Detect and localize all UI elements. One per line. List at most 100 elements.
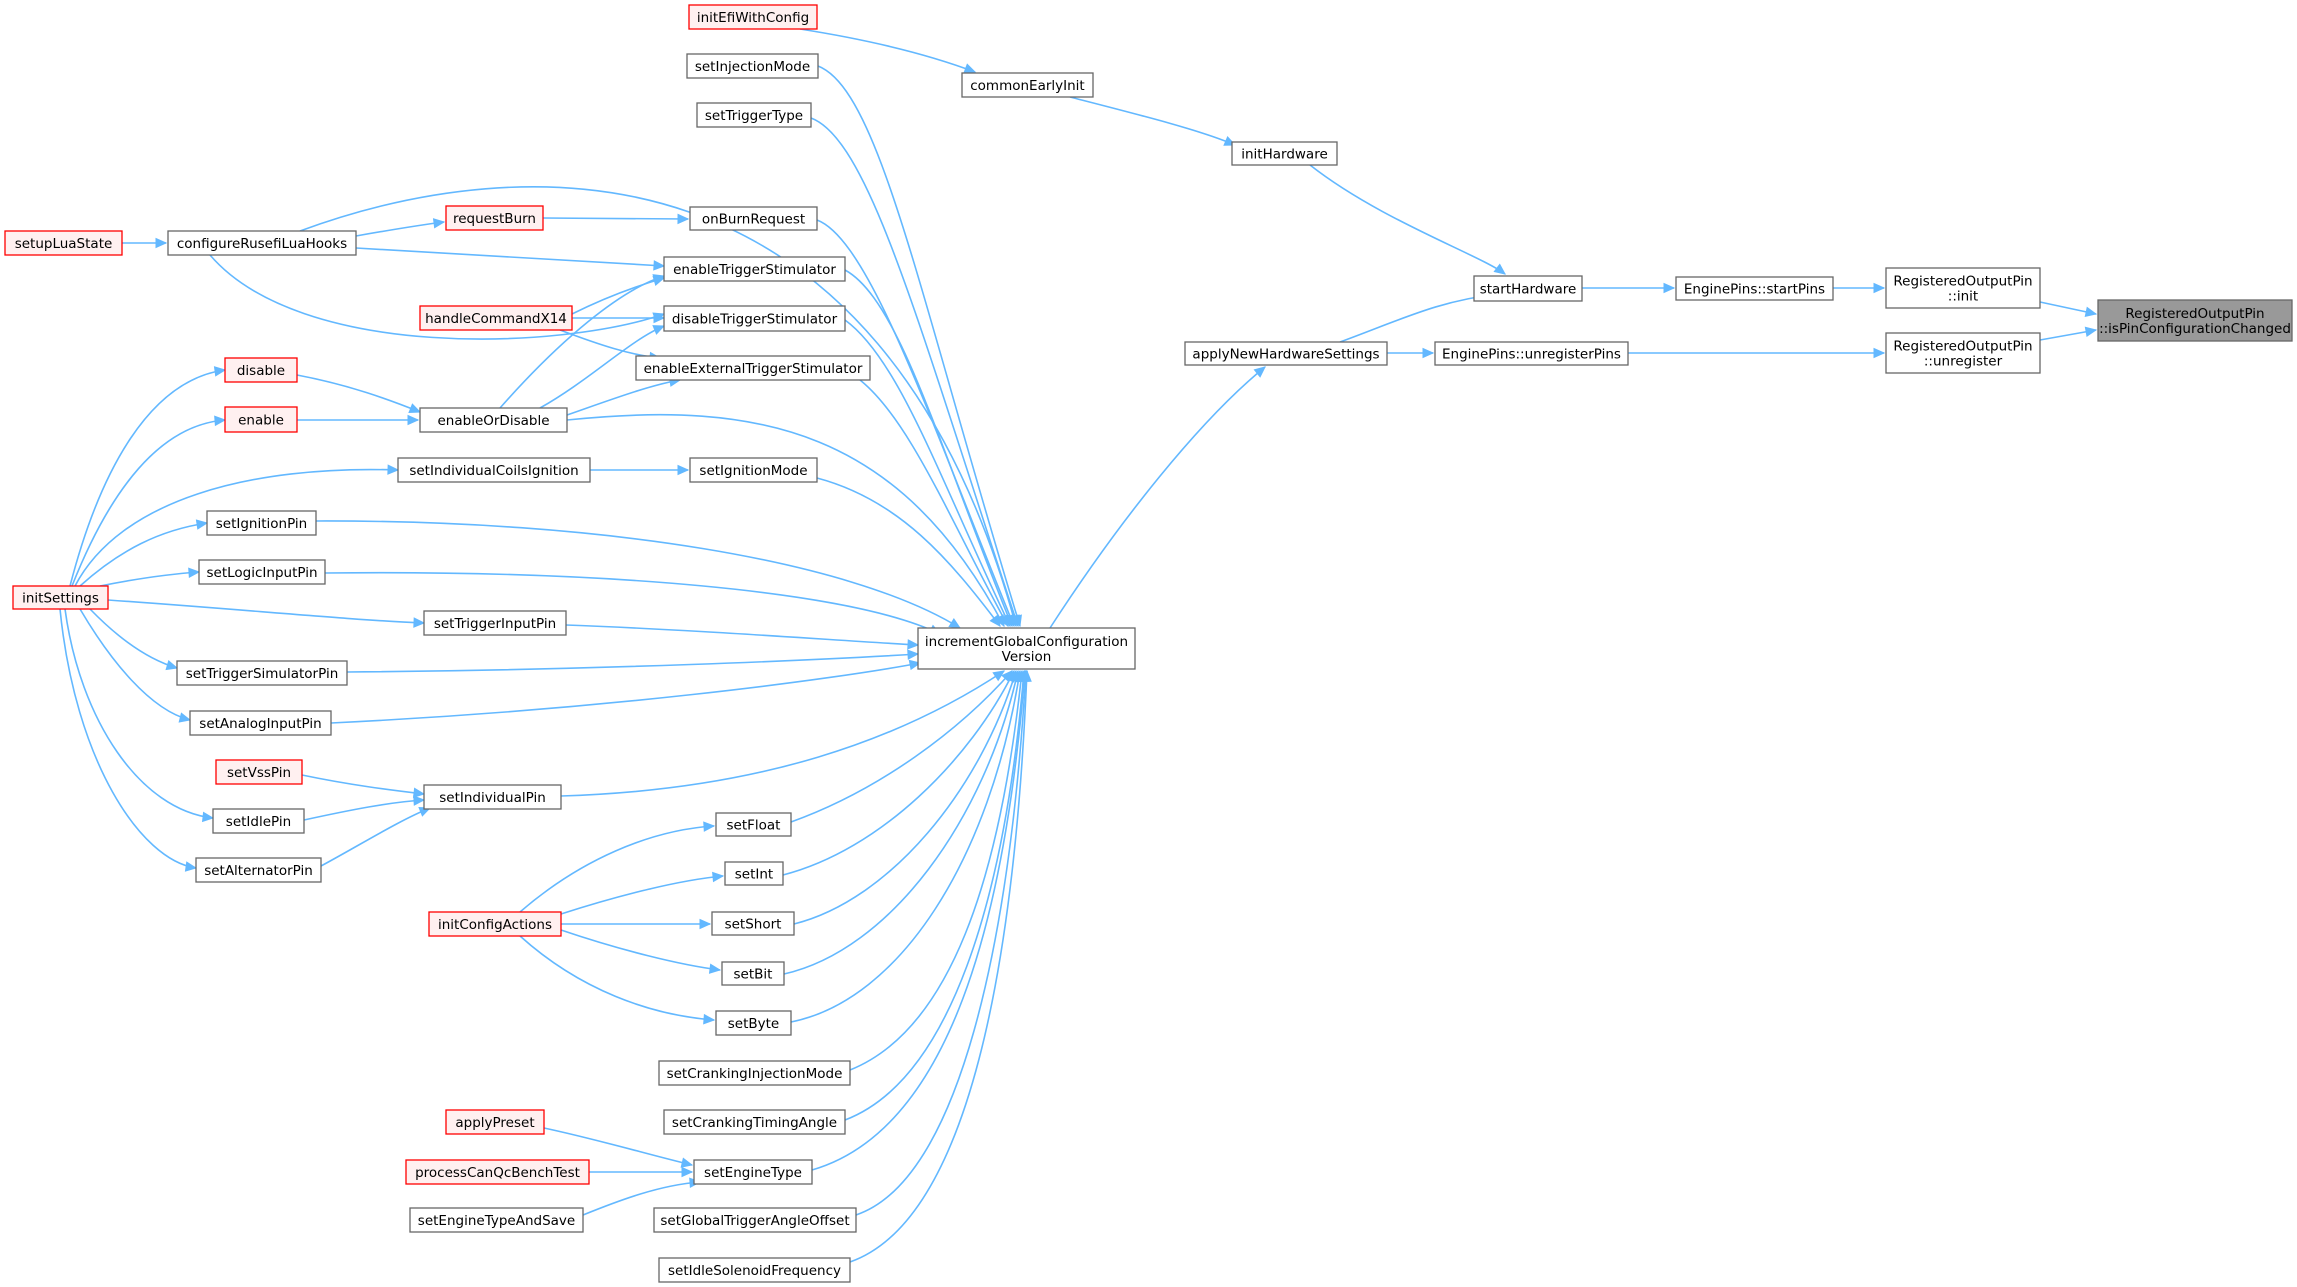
node-label: ::unregister: [1924, 354, 2003, 370]
node-handleCommandX14[interactable]: handleCommandX14: [419, 305, 573, 331]
node-label: setAnalogInputPin: [199, 716, 321, 732]
node-label: enable: [238, 413, 284, 429]
node-label: setCrankingInjectionMode: [667, 1066, 843, 1082]
node-disable[interactable]: disable: [224, 357, 298, 383]
node-configureRusefiLuaHooks[interactable]: configureRusefiLuaHooks: [167, 230, 357, 256]
edge-incrementGlobalConfigurationVersion-to-applyNewHardwareSettings: [1049, 366, 1266, 629]
node-box: [917, 627, 1136, 670]
node-rop_init[interactable]: RegisteredOutputPin::init: [1885, 267, 2041, 309]
node-enableOrDisable[interactable]: enableOrDisable: [419, 407, 568, 433]
node-setIdlePin[interactable]: setIdlePin: [212, 808, 305, 834]
node-setGlobalTriggerAngleOffset[interactable]: setGlobalTriggerAngleOffset: [653, 1207, 857, 1233]
node-enableTriggerStimulator[interactable]: enableTriggerStimulator: [663, 256, 846, 282]
node-setLogicInputPin[interactable]: setLogicInputPin: [198, 559, 326, 585]
node-setAnalogInputPin[interactable]: setAnalogInputPin: [189, 710, 332, 736]
node-label: setTriggerType: [705, 108, 803, 124]
node-setIndividualPin[interactable]: setIndividualPin: [423, 784, 562, 810]
edge-initConfigActions-to-setBit: [560, 929, 721, 971]
node-label: setIgnitionMode: [699, 463, 807, 479]
node-unregisterPins[interactable]: EnginePins::unregisterPins: [1434, 341, 1629, 366]
arrowhead: [432, 218, 446, 229]
node-label: setVssPin: [227, 765, 291, 781]
edge-initSettings-to-setIgnitionPin: [79, 522, 208, 587]
node-label: applyNewHardwareSettings: [1192, 347, 1379, 363]
node-label: ::init: [1948, 289, 1978, 305]
node-box: [663, 305, 846, 332]
node-box: [224, 357, 298, 383]
node-setTriggerSimulatorPin[interactable]: setTriggerSimulatorPin: [176, 660, 348, 686]
edge-initSettings-to-setAnalogInputPin: [79, 608, 191, 721]
node-setEngineType[interactable]: setEngineType: [693, 1159, 813, 1185]
node-setBit[interactable]: setBit: [721, 961, 785, 986]
node-setIndividualCoilsIgnition[interactable]: setIndividualCoilsIgnition: [397, 457, 591, 483]
node-enable[interactable]: enable: [224, 406, 298, 433]
node-applyPreset[interactable]: applyPreset: [445, 1109, 545, 1135]
node-box: [189, 710, 332, 736]
edge-setInjectionMode-to-incrementGlobalConfigurationVersion: [817, 65, 1021, 627]
arrowhead: [948, 617, 962, 629]
node-applyNewHardwareSettings[interactable]: applyNewHardwareSettings: [1184, 341, 1388, 366]
node-setIgnitionMode[interactable]: setIgnitionMode: [689, 457, 818, 483]
node-box: [198, 559, 326, 585]
node-initConfigActions[interactable]: initConfigActions: [428, 911, 562, 937]
node-enableExternalTriggerStimulator[interactable]: enableExternalTriggerStimulator: [635, 355, 871, 381]
arrowhead: [408, 403, 422, 413]
arrowhead: [677, 213, 690, 225]
node-setIgnitionPin[interactable]: setIgnitionPin: [206, 510, 317, 536]
edge-requestBurn-to-onBurnRequest: [542, 217, 689, 220]
node-startHardware[interactable]: startHardware: [1473, 275, 1583, 302]
node-processCanQcBenchTest[interactable]: processCanQcBenchTest: [405, 1159, 590, 1185]
node-setupLuaState[interactable]: setupLuaState: [4, 230, 123, 256]
node-startPins[interactable]: EnginePins::startPins: [1675, 276, 1834, 301]
node-setInt[interactable]: setInt: [724, 861, 784, 886]
node-label: setGlobalTriggerAngleOffset: [660, 1213, 849, 1229]
node-rop_unregister[interactable]: RegisteredOutputPin::unregister: [1885, 332, 2041, 374]
node-box: [445, 1109, 545, 1135]
arrowhead: [213, 366, 227, 377]
arrowhead: [907, 639, 920, 650]
node-setFloat[interactable]: setFloat: [715, 812, 792, 837]
nodes-layer: RegisteredOutputPin::isPinConfigurationC…: [4, 4, 2293, 1283]
edge-setIdlePin-to-setIndividualPin: [303, 799, 425, 821]
node-box: [961, 72, 1094, 98]
node-setVssPin[interactable]: setVssPin: [215, 759, 303, 785]
node-box: [653, 1207, 857, 1233]
node-setIdleSolenoidFrequency[interactable]: setIdleSolenoidFrequency: [658, 1257, 851, 1283]
node-label: setAlternatorPin: [204, 863, 313, 879]
node-setTriggerInputPin[interactable]: setTriggerInputPin: [423, 610, 567, 636]
node-setShort[interactable]: setShort: [711, 911, 795, 936]
node-setTriggerType[interactable]: setTriggerType: [696, 102, 812, 128]
edge-setAlternatorPin-to-setIndividualPin: [320, 807, 431, 867]
node-commonEarlyInit[interactable]: commonEarlyInit: [961, 72, 1094, 98]
edge-setTriggerType-to-incrementGlobalConfigurationVersion: [810, 117, 1019, 627]
node-setCrankingInjectionMode[interactable]: setCrankingInjectionMode: [658, 1060, 851, 1086]
node-initHardware[interactable]: initHardware: [1231, 141, 1338, 166]
edge-setFloat-to-incrementGlobalConfigurationVersion: [790, 670, 1013, 823]
arrowhead: [712, 871, 725, 883]
arrowhead: [1493, 263, 1506, 275]
node-setAlternatorPin[interactable]: setAlternatorPin: [195, 857, 322, 883]
node-initEfiWithConfig[interactable]: initEfiWithConfig: [688, 4, 818, 30]
node-requestBurn[interactable]: requestBurn: [445, 205, 544, 231]
arrowhead: [680, 1157, 694, 1168]
edge-setGlobalTriggerAngleOffset-to-incrementGlobalConfigurationVersion: [855, 670, 1027, 1216]
node-onBurnRequest[interactable]: onBurnRequest: [689, 206, 818, 231]
edge-disable-to-enableOrDisable: [296, 374, 421, 413]
arrowhead: [1663, 282, 1676, 294]
node-setByte[interactable]: setByte: [715, 1010, 792, 1036]
node-setInjectionMode[interactable]: setInjectionMode: [686, 53, 819, 79]
node-isPinConfigurationChanged[interactable]: RegisteredOutputPin::isPinConfigurationC…: [2097, 299, 2293, 342]
node-label: setInt: [735, 867, 773, 883]
node-label: startHardware: [1480, 282, 1577, 298]
node-label: commonEarlyInit: [970, 78, 1084, 94]
node-box: [4, 230, 123, 256]
node-setEngineTypeAndSave[interactable]: setEngineTypeAndSave: [409, 1207, 584, 1233]
node-disableTriggerStimulator[interactable]: disableTriggerStimulator: [663, 305, 846, 332]
node-box: [419, 407, 568, 433]
node-initSettings[interactable]: initSettings: [12, 585, 109, 610]
edge-onBurnRequest-to-incrementGlobalConfigurationVersion: [816, 219, 1015, 627]
arrowhead: [652, 274, 666, 285]
node-setCrankingTimingAngle[interactable]: setCrankingTimingAngle: [663, 1109, 846, 1135]
node-label: setLogicInputPin: [206, 565, 317, 581]
